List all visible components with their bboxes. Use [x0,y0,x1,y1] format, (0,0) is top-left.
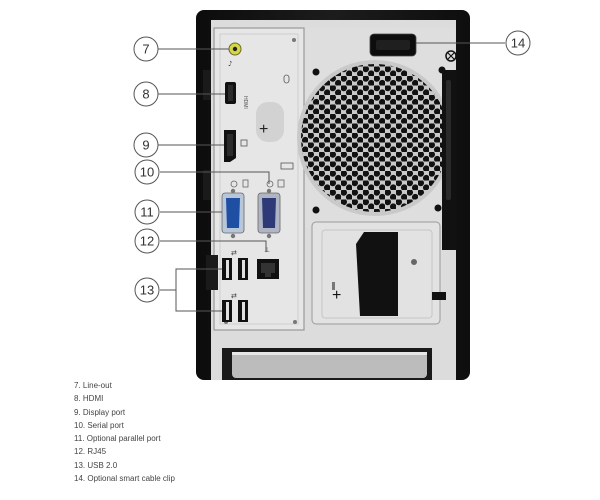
callout-12-label: 12 [140,234,154,249]
legend-item-display-port: 9. Display port [74,407,126,417]
right-side-panel [432,50,457,300]
callout-9: 9 [133,132,159,158]
hdmi-port: HDMI [225,82,248,109]
parallel-port [257,188,281,239]
callout-10-label: 10 [140,165,154,180]
port-icons [230,179,285,188]
io-shield: + [213,27,305,331]
smart-cable-clip [369,33,417,57]
serial-port [221,188,245,239]
rj45-port: ⊥ [257,246,279,279]
svg-text:♪: ♪ [228,60,232,68]
callout-14: 14 [505,30,531,56]
callout-13-label: 13 [140,283,154,298]
svg-text:⊥: ⊥ [264,246,270,254]
legend-item-serial-port: 10. Serial port [74,420,124,430]
legend-item-line-out: 7. Line-out [74,381,112,390]
legend-item-rj45: 12. RJ45 [74,447,107,457]
legend-item-hdmi: 8. HDMI [74,394,104,404]
svg-text:⇄: ⇄ [231,292,237,300]
callout-12: 12 [134,228,160,254]
line-out-port: ♪ [228,42,242,68]
pc-rear-panel-diagram: + ♪ HDMI [133,10,531,380]
callout-10: 10 [134,159,160,185]
legend-item-parallel-port: 11. Optional parallel port [74,434,161,444]
port-legend: 7. Line-out 8. HDMI 9. Display port 10. … [74,379,175,485]
callout-11: 11 [134,199,160,225]
legend-item-cable-clip: 14. Optional smart cable clip [74,474,175,484]
callout-7: 7 [133,36,159,62]
legend-item-usb: 13. USB 2.0 [74,460,118,470]
callout-7-label: 7 [142,42,149,57]
callout-9-label: 9 [142,138,149,153]
usb-ports: ⇄ ⇄ [222,249,248,322]
callout-8-label: 8 [142,87,149,102]
displayport-port [224,130,248,162]
left-side-tabs [203,70,218,290]
leader-lines [158,42,505,312]
hdmi-port-label: HDMI [242,96,248,109]
svg-text:+: + [332,287,341,304]
svg-text:⇄: ⇄ [231,249,237,257]
svg-text:+: + [259,121,268,138]
callout-8: 8 [133,81,159,107]
power-supply-area: + [311,221,441,325]
callout-11-label: 11 [140,205,154,220]
callout-14-label: 14 [511,36,525,51]
callout-13: 13 [134,277,160,303]
fan-grille [297,28,455,228]
